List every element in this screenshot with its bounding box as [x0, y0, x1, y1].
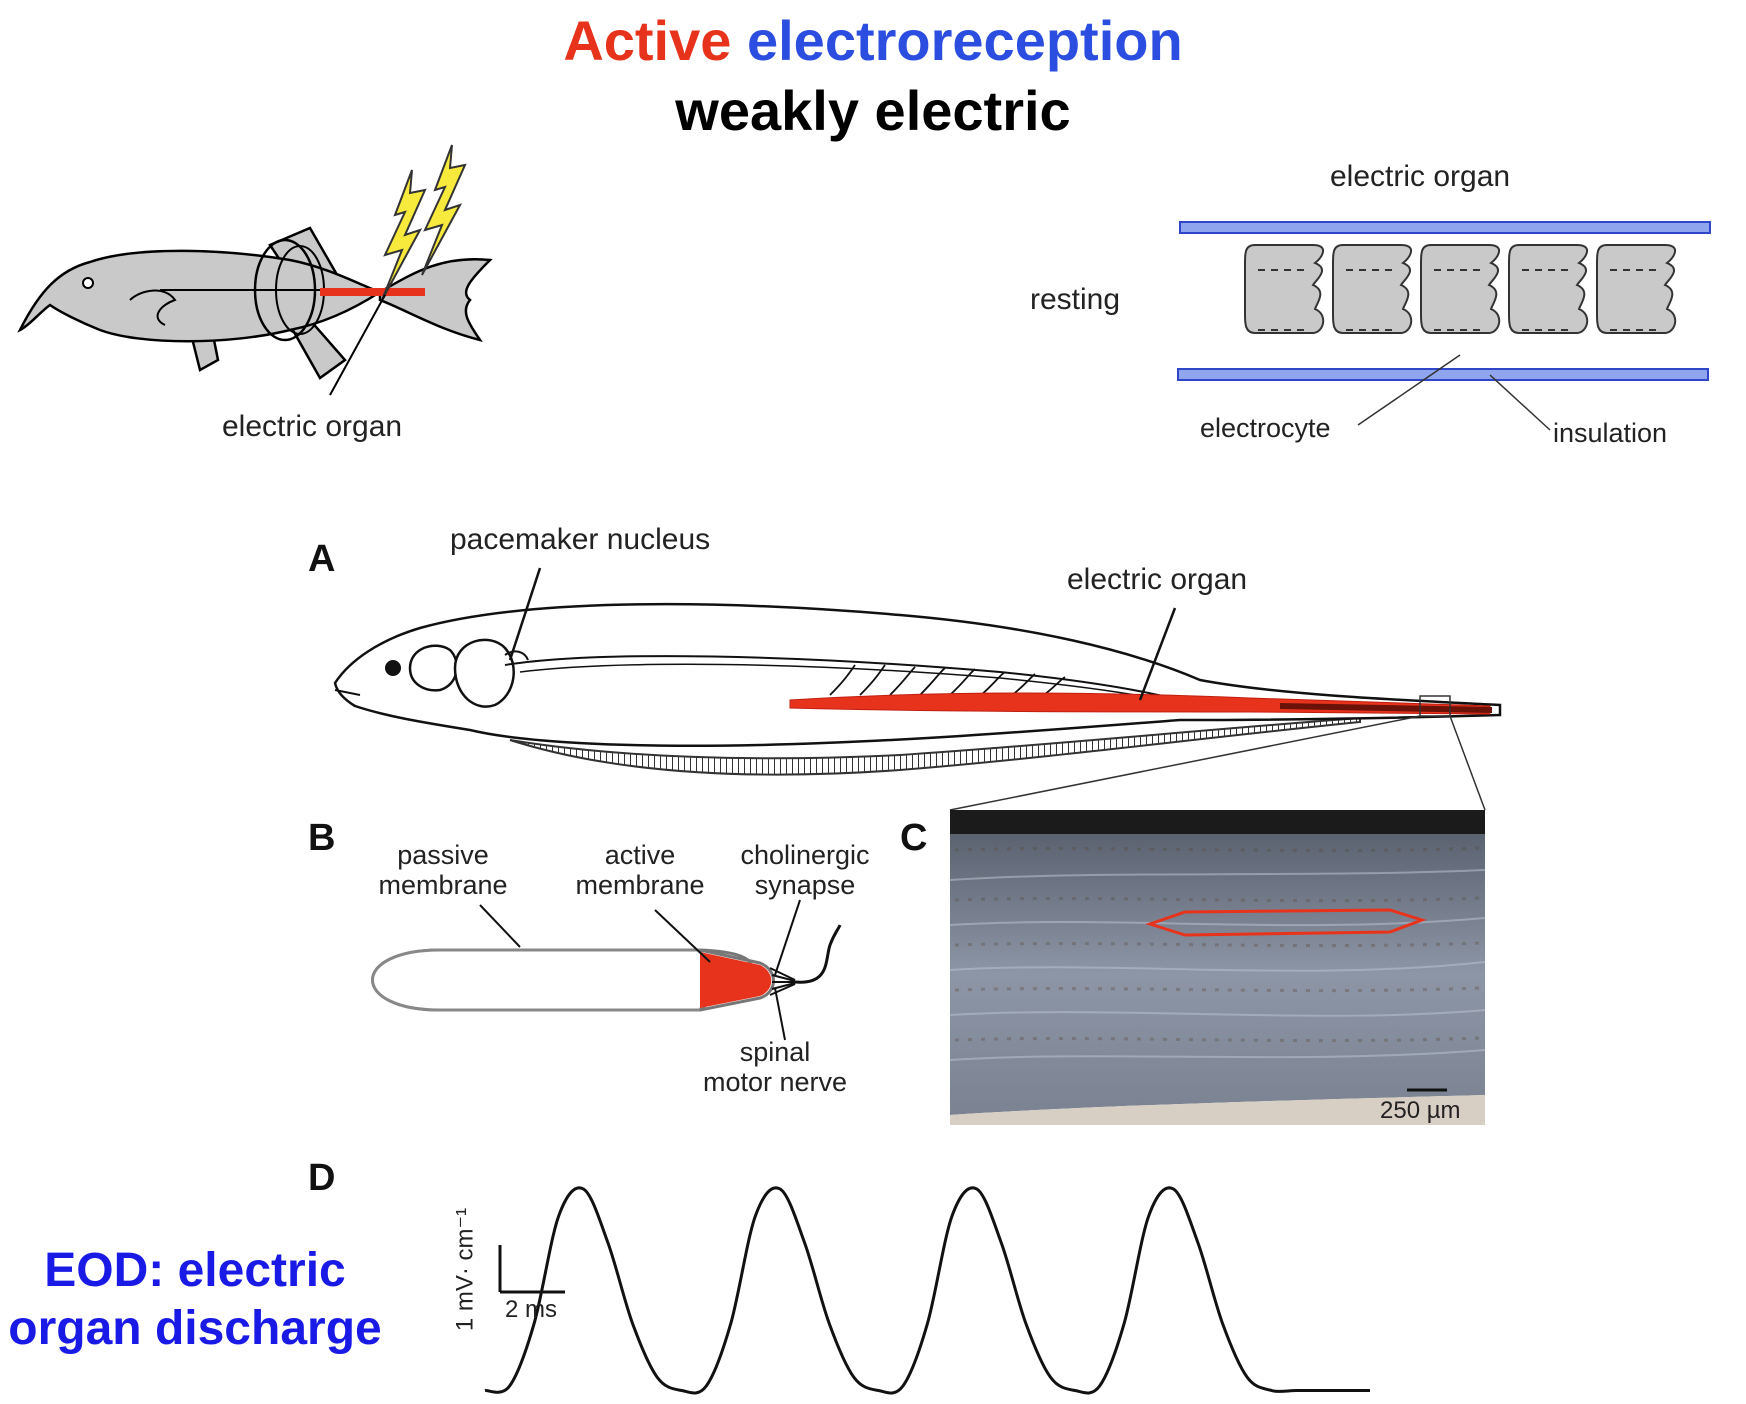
active-membrane-line2: membrane [575, 870, 705, 900]
insulation-label: insulation [1553, 418, 1668, 448]
electrocyte-cell [1420, 244, 1501, 334]
lightning-bolt-icon [421, 144, 467, 276]
electrocyte-cell [1332, 244, 1413, 334]
page-subtitle: weakly electric [675, 79, 1071, 142]
active-membrane-label: active membrane [565, 840, 715, 900]
title-active-word: Active [563, 9, 732, 72]
cholinergic-synapse-label: cholinergic synapse [725, 840, 885, 900]
panel-b-electrocyte [371, 899, 842, 1041]
passive-membrane-line1: passive [397, 840, 489, 870]
active-membrane-line1: active [604, 840, 676, 870]
synapse-terminals [769, 967, 796, 996]
charge-dashes [1258, 269, 1657, 331]
electric-organ-heading: electric organ [1330, 160, 1511, 193]
electrocyte-cell [1508, 244, 1589, 334]
electrocyte-row [1244, 244, 1677, 334]
electrocyte-cell [1244, 244, 1325, 334]
insulation-bottom-bar [1177, 368, 1709, 381]
electrocyte-label: electrocyte [1200, 413, 1331, 443]
page-title: Active electroreception [0, 8, 1746, 73]
eod-caption: EOD: electric organ discharge [0, 1242, 390, 1358]
eod-line2: organ discharge [8, 1302, 382, 1355]
scale-bar-label: 250 µm [1380, 1097, 1461, 1124]
spinal-motor-nerve-label: spinal motor nerve [690, 1037, 860, 1097]
passive-membrane-label: passive membrane [368, 840, 518, 900]
top-left-fish-diagram [17, 144, 493, 396]
scale-bars [498, 1245, 565, 1294]
panel-c-micrograph [949, 810, 1486, 1125]
outlined-electrocyte [1145, 908, 1427, 937]
panel-a-letter: A [308, 538, 336, 580]
passive-membrane-line2: membrane [378, 870, 508, 900]
active-membrane-region [700, 952, 772, 1008]
electrocyte-cell [1596, 244, 1677, 334]
spinal-motor-nerve-line1: spinal [739, 1037, 811, 1067]
insulation-top-bar [1179, 221, 1711, 234]
eod-line1: EOD: electric [44, 1244, 346, 1297]
zoom-box [1419, 695, 1451, 717]
spinal-motor-nerve-line2: motor nerve [702, 1067, 848, 1097]
x-scale-label: 2 ms [505, 1296, 558, 1323]
cholinergic-synapse-line1: cholinergic [740, 840, 870, 870]
eod-trace-line [484, 1186, 1370, 1395]
electric-organ-schematic [1177, 221, 1711, 431]
panel-d-eod-chart [484, 1186, 1370, 1395]
anal-fin [509, 716, 1361, 776]
panel-a-electric-organ-label: electric organ [1067, 563, 1248, 596]
panel-c-letter: C [900, 817, 928, 859]
panel-b-letter: B [308, 817, 336, 859]
fish-eye [385, 660, 401, 676]
top-left-electric-organ-label: electric organ [222, 410, 403, 443]
cholinergic-synapse-line2: synapse [754, 870, 856, 900]
spinal-motor-nerve [794, 924, 842, 984]
panel-a-fish [333, 567, 1502, 811]
resting-state-label: resting [1030, 283, 1121, 316]
title-electroreception-word: electroreception [746, 9, 1183, 72]
panel-d-letter: D [308, 1157, 336, 1199]
y-scale-label: 1 mV· cm⁻¹ [451, 1207, 479, 1332]
pacemaker-nucleus-label: pacemaker nucleus [450, 523, 711, 556]
